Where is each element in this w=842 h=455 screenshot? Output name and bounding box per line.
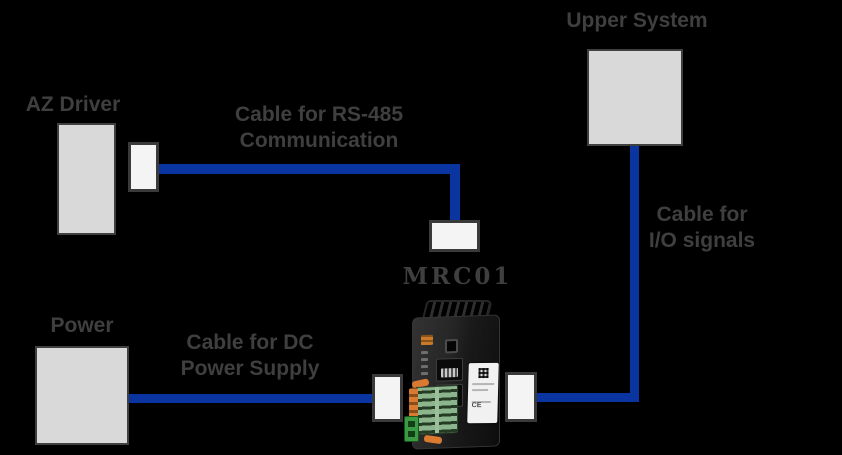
az-driver-box — [57, 123, 116, 235]
mrc01-label: MRC01 — [402, 263, 513, 290]
device-led-indicator — [421, 350, 428, 355]
device-led-indicator — [421, 357, 428, 362]
label-text-line — [472, 389, 489, 392]
dc-cable-label-line1: Cable for DC — [186, 331, 314, 354]
device-side-label: CE — [467, 362, 499, 424]
io-cable-horizontal — [536, 393, 639, 402]
device-model-tag — [421, 334, 433, 346]
device-green-plug — [404, 416, 419, 442]
io-cable-label-line1: Cable for — [656, 203, 748, 226]
az-driver-connector — [128, 142, 159, 192]
qr-code-icon — [478, 367, 489, 379]
power-box — [35, 346, 129, 445]
plug-hole — [408, 431, 415, 437]
device-usb-port — [445, 338, 458, 354]
io-connector — [505, 372, 537, 422]
io-cable-label-line2: I/O signals — [648, 229, 756, 252]
device-terminal-block — [415, 384, 458, 436]
dc-cable-horizontal — [129, 394, 373, 403]
upper-system-label: Upper System — [566, 9, 708, 32]
power-label: Power — [50, 314, 114, 337]
io-cable-vertical — [630, 146, 639, 402]
io-cable-label: Cable for I/O signals — [632, 202, 772, 254]
terminal-divider — [435, 386, 439, 434]
mrc01-device-image: CE — [404, 300, 506, 455]
rs485-cable-label: Cable for RS-485 Communication — [219, 102, 419, 154]
label-text-line — [472, 382, 495, 386]
ce-mark: CE — [471, 402, 482, 410]
rs485-cable-horizontal — [159, 164, 460, 174]
rs485-cable-vertical — [450, 164, 460, 222]
rs485-cable-label-line2: Communication — [239, 129, 399, 152]
rs485-connector — [429, 220, 480, 252]
device-led-indicator — [421, 371, 428, 376]
device-rj45-port-top — [436, 357, 463, 382]
device-led-indicator — [421, 364, 428, 369]
dc-cable-label-line2: Power Supply — [180, 357, 320, 380]
dc-power-connector — [372, 374, 403, 422]
plug-hole — [408, 421, 415, 427]
rs485-cable-label-line1: Cable for RS-485 — [234, 103, 404, 126]
dc-cable-label: Cable for DC Power Supply — [150, 330, 350, 382]
upper-system-box — [587, 49, 683, 146]
rj45-pins — [441, 367, 458, 378]
az-driver-label: AZ Driver — [25, 93, 121, 116]
